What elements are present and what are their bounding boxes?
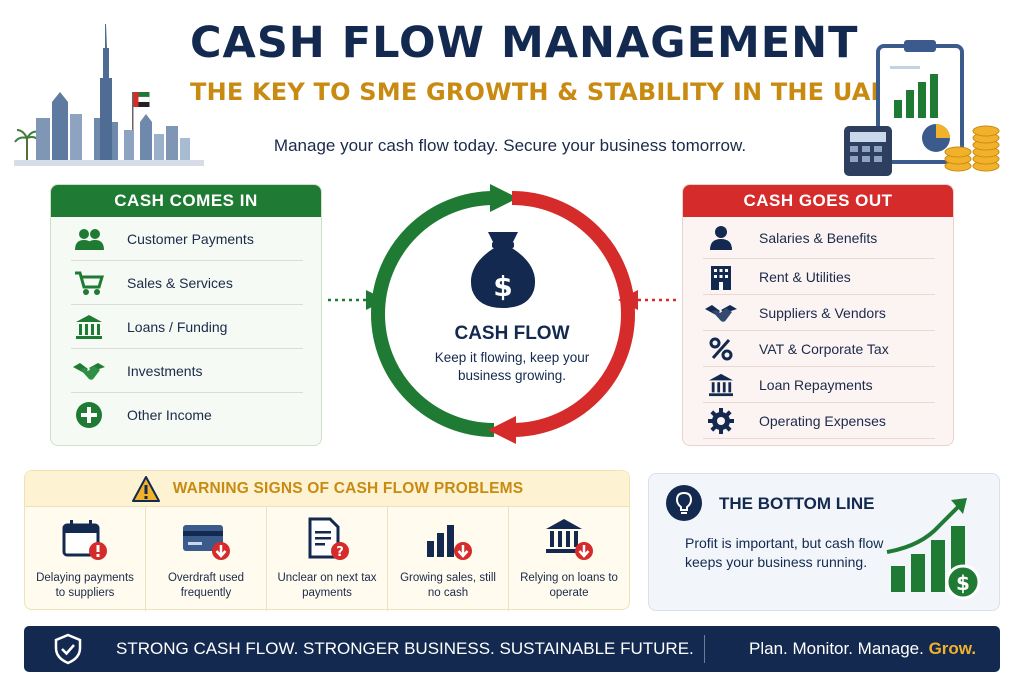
clipboard-calculator-coins-illustration: [844, 40, 1000, 176]
cash-out-item: Operating Expenses: [703, 403, 935, 439]
money-bag-icon: $: [470, 232, 536, 308]
cash-in-item: Other Income: [71, 393, 303, 437]
bottom-line-panel: THE BOTTOM LINE Profit is important, but…: [648, 473, 1000, 611]
cash-in-item: Investments: [71, 349, 303, 393]
growth-chart-icon: $: [886, 498, 981, 600]
cash-in-item: Loans / Funding: [71, 305, 303, 349]
building-icon: [703, 263, 739, 291]
page-title: CASH FLOW MANAGEMENT: [190, 18, 859, 68]
cart-icon: [71, 269, 107, 297]
cash-in-item: Sales & Services: [71, 261, 303, 305]
document-question-icon: ?: [308, 517, 349, 560]
page-subtitle: THE KEY TO SME GROWTH & STABILITY IN THE…: [190, 78, 888, 106]
inflow-arrowhead: [490, 184, 518, 212]
svg-text:$: $: [493, 270, 512, 303]
cash-out-item: Salaries & Benefits: [703, 217, 935, 259]
bank-icon: [703, 371, 739, 399]
bank-down-icon: [546, 519, 593, 560]
warning-item: Delaying payments to suppliers: [25, 507, 146, 611]
warning-item: ? Unclear on next tax payments: [267, 507, 388, 611]
handshake-icon: [703, 299, 739, 327]
svg-text:?: ?: [336, 545, 344, 560]
warning-item: Relying on loans to operate: [509, 507, 629, 611]
cash-flow-cycle: $: [328, 184, 676, 444]
warning-item: Growing sales, still no cash: [388, 507, 509, 611]
bottom-line-text: Profit is important, but cash flow keeps…: [685, 535, 884, 570]
cash-out-item: Rent & Utilities: [703, 259, 935, 295]
shield-check-icon: [54, 633, 82, 665]
outflow-arrowhead: [488, 416, 516, 444]
calendar-alert-icon: [62, 520, 107, 560]
footer-divider: [704, 635, 705, 663]
cash-out-item: Suppliers & Vendors: [703, 295, 935, 331]
warning-triangle-icon: [131, 475, 160, 502]
cash-in-title: CASH COMES IN: [51, 185, 321, 217]
cash-flow-subtitle: Keep it flowing, keep your business grow…: [434, 350, 590, 383]
cash-in-item: Customer Payments: [71, 217, 303, 261]
bars-down-icon: [427, 525, 472, 560]
bank-icon: [71, 313, 107, 341]
warning-item: Overdraft used frequently: [146, 507, 267, 611]
inflow-arc: [371, 191, 495, 437]
cash-out-panel: CASH GOES OUT Salaries & Benefits Rent &…: [682, 184, 954, 446]
card-down-icon: [183, 525, 230, 560]
handshake-icon: [71, 357, 107, 385]
cash-out-title: CASH GOES OUT: [683, 185, 953, 217]
footer-motto: Plan. Monitor. Manage. Grow.: [749, 639, 977, 658]
plus-circle-icon: [71, 401, 107, 429]
gear-icon: [703, 407, 739, 435]
footer-slogan: STRONG CASH FLOW. STRONGER BUSINESS. SUS…: [116, 639, 694, 658]
person-icon: [703, 224, 739, 252]
customers-icon: [71, 225, 107, 253]
cash-flow-title: CASH FLOW: [454, 323, 570, 344]
cash-in-panel: CASH COMES IN Customer Payments Sales & …: [50, 184, 322, 446]
outflow-arc: [511, 191, 635, 437]
warning-signs-title: WARNING SIGNS OF CASH FLOW PROBLEMS: [172, 479, 524, 497]
bottom-line-title: THE BOTTOM LINE: [719, 494, 875, 513]
page-tagline: Manage your cash flow today. Secure your…: [273, 136, 747, 155]
cash-out-item: VAT & Corporate Tax: [703, 331, 935, 367]
dubai-skyline-illustration: [14, 24, 204, 166]
percent-icon: [703, 335, 739, 363]
cash-out-item: Loan Repayments: [703, 367, 935, 403]
warning-signs-panel: WARNING SIGNS OF CASH FLOW PROBLEMS Dela…: [24, 470, 630, 611]
footer-banner: STRONG CASH FLOW. STRONGER BUSINESS. SUS…: [24, 626, 1000, 672]
lightbulb-icon: [666, 485, 702, 521]
svg-text:$: $: [956, 571, 970, 595]
footer-grow-highlight: Grow.: [928, 639, 977, 658]
